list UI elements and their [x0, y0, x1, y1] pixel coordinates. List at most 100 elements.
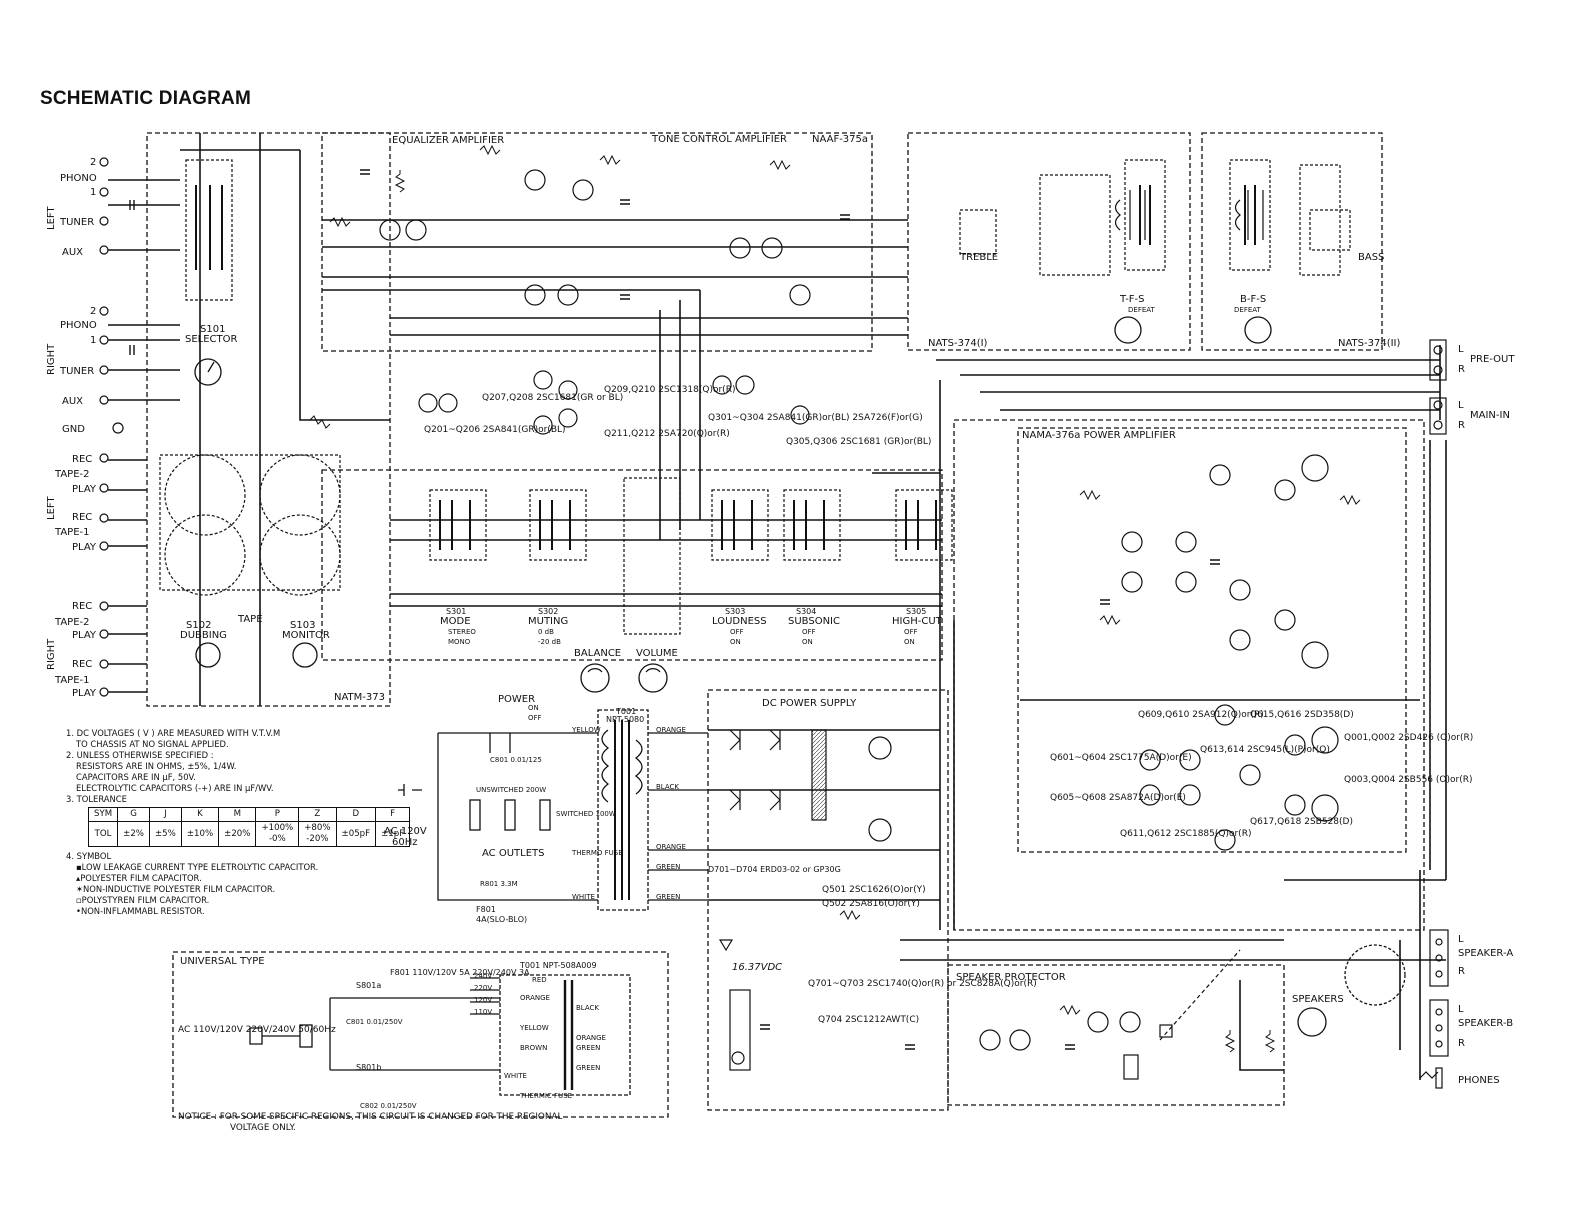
label-phono-1a: 1 — [90, 187, 96, 198]
label-muting: MUTING — [528, 616, 568, 627]
tol-cell: TOL — [87, 821, 119, 847]
label-tr-ps1: Q501 2SC1626(O)or(Y) — [822, 885, 926, 895]
label-dubbing: DUBBING — [180, 630, 227, 641]
selector-knob — [194, 358, 222, 386]
dc-bridge — [718, 729, 827, 1071]
tol-head-cell: M — [218, 807, 257, 822]
label-20db: -20 dB — [538, 638, 561, 646]
rotary-knobs — [194, 316, 1406, 1037]
tone-coils — [1039, 164, 1341, 276]
label-uni-t001: T001 NPT-508A009 — [519, 961, 597, 970]
label-rec-3: REC — [72, 601, 92, 612]
label-tr-tone4: Q211,Q212 2SA720(Q)or(R) — [604, 429, 730, 439]
speaker-rotary — [1344, 944, 1406, 1006]
label-tape2-l: TAPE-2 — [54, 469, 90, 480]
board-label-tone: TONE CONTROL AMPLIFIER — [651, 134, 787, 145]
label-phono-1b: 1 — [90, 335, 96, 346]
tol-head-cell: D — [335, 807, 377, 822]
board-universal — [172, 951, 669, 1118]
label-uni-s801a: S801a — [356, 981, 381, 990]
label-bass: BASS — [1358, 252, 1384, 263]
label-npt: NPT-5080 — [606, 715, 644, 724]
symbol-2: ▴POLYESTER FILM CAPACITOR. — [76, 873, 202, 883]
label-right-bottom: RIGHT — [46, 638, 57, 670]
board-label-eq: EQUALIZER AMPLIFIER — [392, 135, 504, 146]
label-tr-pa2: Q615,Q616 2SD358(D) — [1250, 710, 1354, 720]
label-on-3: ON — [904, 638, 915, 646]
label-tr-sp2: Q704 2SC1212AWT(C) — [818, 1015, 919, 1025]
tol-head-cell: SYM — [87, 807, 119, 822]
label-fuse: 4A(SLO-BLO) — [476, 915, 527, 924]
tol-head-cell: J — [148, 807, 182, 822]
label-s305: S305 — [906, 607, 926, 616]
label-tr-pa7: Q611,Q612 2SC1885(Q)or(R) — [1120, 829, 1251, 839]
label-uni-color2: BLACK — [576, 1004, 599, 1012]
tfs-knob — [1114, 316, 1142, 344]
capacitors — [129, 169, 1220, 1050]
label-tr-sp1: Q701~Q703 2SC1740(Q)or(R) or 2SC828A(Q)o… — [808, 979, 1037, 989]
balance-knob — [580, 663, 610, 693]
label-switched: SWITCHED 100W — [556, 810, 616, 818]
label-uni-s801b: S801b — [356, 1063, 381, 1072]
label-on-2: ON — [802, 638, 813, 646]
label-monitor: MONITOR — [282, 630, 330, 641]
volume-knob — [638, 663, 668, 693]
label-vdc: 16.37VDC — [732, 962, 782, 973]
board-sp — [947, 964, 1285, 1106]
label-uni-ac: AC 110V/120V 220V/240V 50/60Hz — [178, 1025, 336, 1035]
label-uni-color7: WHITE — [504, 1072, 527, 1080]
page-title: SCHEMATIC DIAGRAM — [40, 88, 251, 109]
bus-lines — [108, 133, 1447, 1080]
label-phono-2b: 2 — [90, 306, 96, 317]
label-uni-color8: GREEN — [576, 1064, 600, 1072]
label-mode: MODE — [440, 616, 471, 627]
board-naaf — [321, 132, 873, 352]
label-tr-pa1: Q609,Q610 2SA912(Q)or(R) — [1138, 710, 1264, 720]
note-1b: TO CHASSIS AT NO SIGNAL APPLIED. — [76, 739, 229, 749]
tol-cell: ±2% — [117, 821, 150, 847]
power-transformer — [398, 709, 708, 911]
label-balance: BALANCE — [574, 648, 621, 659]
label-tape1-l: TAPE-1 — [54, 527, 90, 538]
symbol-4: ▫POLYSTYREN FILM CAPACITOR. — [76, 895, 210, 905]
label-0db: 0 dB — [538, 628, 554, 636]
label-defeat-1: DEFEAT — [1128, 306, 1156, 314]
speakers-knob — [1297, 1007, 1327, 1037]
board-nama-outer — [953, 419, 1425, 931]
label-main-l: L — [1458, 400, 1464, 411]
label-green-1: GREEN — [656, 863, 680, 871]
tol-cell: ±5% — [148, 821, 182, 847]
label-treble: TREBLE — [959, 252, 998, 263]
label-aux-r: AUX — [62, 396, 83, 407]
label-s301: S301 — [446, 607, 466, 616]
label-tr-tone1: Q207,Q208 2SC1681(GR or BL) — [482, 393, 623, 403]
label-tape: TAPE — [237, 614, 263, 625]
notice-block: NOTICE : FOR SOME SPECIFIC REGIONS, THIS… — [178, 1112, 658, 1134]
label-uni-tap0: 240V — [474, 972, 492, 980]
label-pre-l: L — [1458, 344, 1464, 355]
label-tr-tone3: Q209,Q210 2SC1318(Q)or(R) — [604, 385, 735, 395]
tolerance-table: SYM G J K M P Z D F TOL ±2% ±5% ±10% ±20… — [87, 807, 411, 847]
label-volume: VOLUME — [636, 648, 678, 659]
label-tr-pa4: Q613,614 2SC945(L)(P)or(Q) — [1200, 745, 1330, 755]
label-t001: T001 — [615, 707, 636, 716]
board-label-universal: UNIVERSAL TYPE — [180, 956, 265, 967]
label-off-2: OFF — [802, 628, 816, 636]
label-s302: S302 — [538, 607, 558, 616]
label-uni-color4: BROWN — [520, 1044, 547, 1052]
label-phono-2a: 2 — [90, 157, 96, 168]
dubbing-knob — [195, 642, 221, 668]
label-right-top: RIGHT — [46, 343, 57, 375]
resistors — [309, 144, 1361, 1053]
speaker-terminals — [1419, 929, 1449, 1089]
label-uni-tap2: 120V — [474, 996, 492, 1004]
label-selector: SELECTOR — [185, 334, 238, 345]
board-label-nama: NAMA-376a POWER AMPLIFIER — [1022, 430, 1176, 441]
tol-head-cell: Z — [298, 807, 337, 822]
label-phono-r: PHONO — [60, 320, 97, 331]
label-main-r: R — [1458, 420, 1465, 431]
label-play-2: PLAY — [72, 542, 97, 553]
label-highcut: HIGH-CUT — [892, 616, 943, 627]
label-play-1: PLAY — [72, 484, 97, 495]
